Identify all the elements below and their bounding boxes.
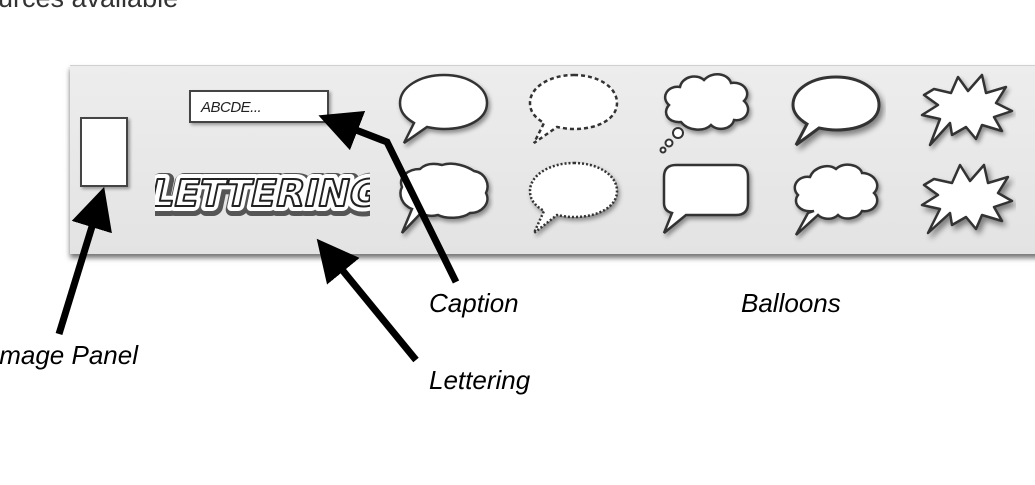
balloon-scalloped-tool[interactable] (524, 155, 624, 245)
balloon-burst-shadowed-tool[interactable] (916, 155, 1016, 245)
cropped-heading: urces available (0, 0, 178, 14)
lettering-tool[interactable]: LETTERING LETTERING LETTERING (155, 158, 370, 226)
balloon-oval-shadowed-tool[interactable] (786, 67, 886, 157)
lettering-sample-shadow: LETTERING (155, 173, 370, 217)
balloon-cloud-thought-tool[interactable] (656, 67, 756, 157)
caption-tool[interactable]: ABCDE... (189, 90, 329, 123)
lettering-label: Lettering (429, 365, 531, 395)
balloon-dashed-whisper-tool[interactable] (524, 67, 624, 157)
balloon-burst-tool[interactable] (916, 67, 1016, 157)
balloon-cloud-tool[interactable] (786, 155, 886, 245)
lettering-sample-outline: LETTERING (155, 171, 370, 215)
lettering-arrow (316, 238, 419, 363)
balloon-oval-tool[interactable] (394, 67, 494, 157)
image-panel-label: Image Panel (0, 340, 138, 370)
lettering-sample-text: LETTERING (155, 171, 370, 215)
caption-label: Caption (429, 288, 519, 318)
balloon-wobbly-tool[interactable] (394, 155, 494, 245)
balloon-rounded-rect-tool[interactable] (656, 155, 756, 245)
balloons-label: Balloons (741, 288, 841, 318)
caption-sample-text: ABCDE... (201, 99, 262, 116)
image-panel-tool[interactable] (80, 117, 128, 187)
